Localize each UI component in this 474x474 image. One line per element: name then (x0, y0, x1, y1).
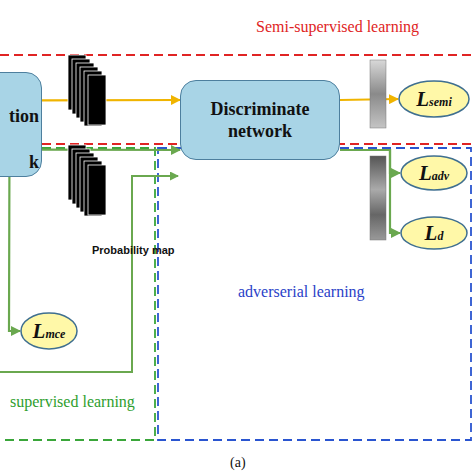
region-title: Semi-supervised learning (256, 18, 419, 36)
loss-ellipse: Ladv (400, 155, 468, 191)
region-title: adverserial learning (238, 283, 365, 301)
discriminate-network: Discriminate network (180, 80, 340, 160)
output-strip (370, 156, 386, 240)
adversarial-region (158, 148, 471, 440)
loss-label: Ladv (419, 161, 449, 186)
flow-arrow (42, 149, 180, 152)
loss-ellipse: Lmce (20, 312, 78, 350)
flow-arrow (42, 99, 180, 102)
network-label: tion k (0, 93, 39, 185)
loss-ellipse: Ld (400, 216, 468, 250)
loss-ellipse: Lsemi (398, 80, 470, 118)
segmentation-network: tion k (0, 72, 42, 177)
flow-arrow (9, 177, 20, 331)
loss-label: Lsemi (416, 87, 452, 112)
loss-label: Lmce (33, 319, 66, 344)
map-label: Probability map (92, 244, 175, 256)
feature-stack (68, 55, 106, 126)
probability-stack (68, 145, 106, 216)
loss-label: Ld (425, 221, 444, 246)
network-label: Discriminate network (181, 98, 339, 142)
figure-caption: (a) (230, 455, 246, 471)
output-strip (370, 60, 386, 128)
region-title: supervised learning (10, 393, 135, 411)
flow-arrow (340, 99, 398, 100)
